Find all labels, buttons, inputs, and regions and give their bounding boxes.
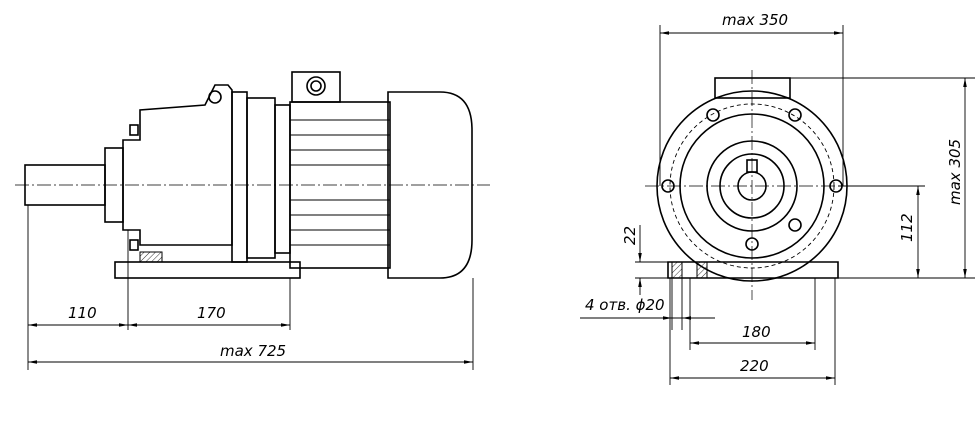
terminal-eye-inner (310, 80, 322, 92)
dim-holes-label: 4 отв. ϕ20 (585, 296, 665, 314)
dim-base-label: 170 (197, 304, 226, 322)
bolt-circle (669, 103, 835, 269)
fan-cover (387, 91, 473, 279)
dim-total-length-label: max 725 (220, 342, 286, 360)
key (746, 159, 758, 173)
flange (231, 91, 248, 263)
dim-shaft-label: 110 (68, 304, 97, 322)
dim-foot-thickness-label: 22 (621, 226, 639, 245)
hub (706, 140, 798, 232)
dim-hole-spacing-label: 180 (742, 323, 771, 341)
dim-axis-height-label: 112 (898, 213, 916, 242)
front-view: max 350 max 305 112 22 4 отв. ϕ20 180 22… (580, 11, 975, 385)
gearbox-housing (122, 84, 233, 246)
drain-plug (129, 239, 139, 251)
dim-height-label: max 305 (946, 139, 964, 205)
motor-body (289, 101, 391, 269)
flange-2 (246, 97, 276, 259)
hole-section-right (696, 261, 708, 279)
dim-width-label: max 350 (722, 11, 788, 29)
cooling-fins (290, 119, 390, 246)
lifting-eye (208, 90, 222, 104)
terminal-box (714, 77, 791, 99)
base-foot (667, 261, 839, 279)
shaft-collar (719, 153, 785, 219)
hole-section-left (671, 261, 683, 279)
inner-ring (679, 113, 825, 259)
plug (129, 124, 139, 136)
motor-endshield (274, 104, 291, 254)
dim-base-width-label: 220 (740, 357, 769, 375)
terminal-eye-outer (306, 76, 326, 96)
side-view: 110 170 max 725 (15, 71, 490, 370)
base-plate (114, 261, 301, 279)
foot-section (139, 251, 163, 263)
